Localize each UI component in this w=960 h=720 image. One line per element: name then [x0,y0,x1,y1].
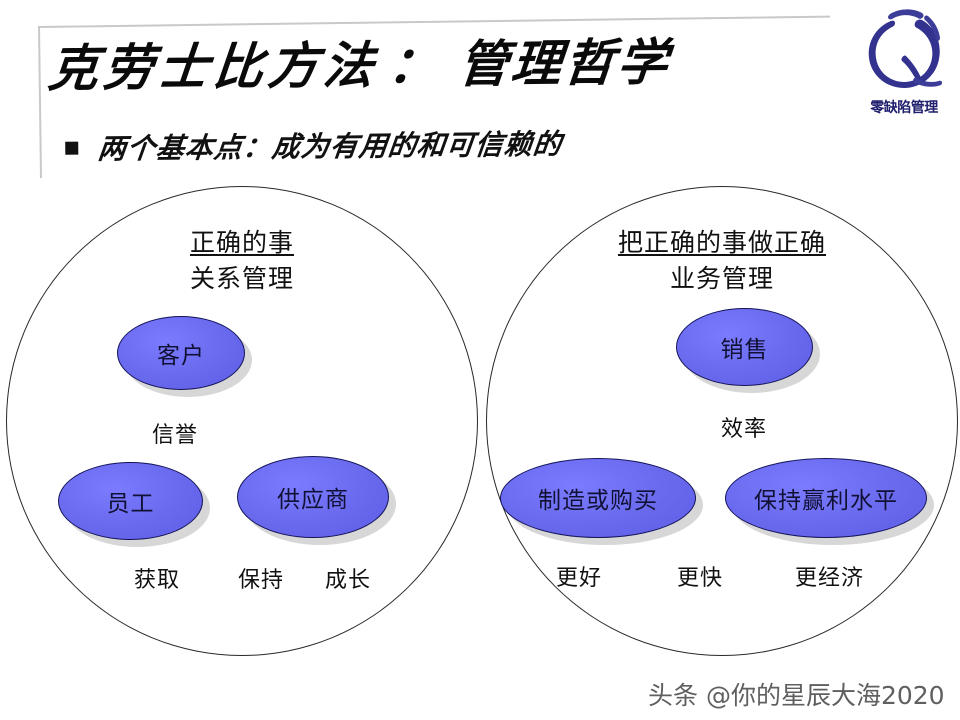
node-customer[interactable]: 客户 [117,316,252,397]
node-employee[interactable]: 员工 [58,462,210,547]
brand-logo: 零缺陷管理 [852,4,956,132]
node-body: 客户 [117,316,245,390]
watermark: 头条 @你的星辰大海2020 [648,681,945,710]
sub-label-reputation: 信誉 [152,423,199,448]
node-body: 员工 [58,462,203,540]
circle-left-heading-line2: 关系管理 [189,263,294,293]
node-body: 制造或购买 [500,458,696,538]
circle-left-heading-line1: 正确的事 [189,228,294,257]
title-block: 克劳士比方法：管理哲学 两个基本点：成为有用的和可信赖的 [42,20,844,178]
sub-label-efficiency: 效率 [721,417,768,442]
enso-brush-circle-icon [860,4,948,96]
circle-right-heading: 把正确的事做正确 业务管理 [487,225,957,296]
square-bullet-icon [65,141,79,155]
node-label: 客户 [157,343,205,369]
node-supplier[interactable]: 供应商 [237,456,396,545]
circle-right-business-management: 把正确的事做正确 业务管理 [486,186,958,656]
node-label: 供应商 [277,487,349,513]
sub-label-cheaper: 更经济 [795,566,865,591]
circle-right-heading-line1: 把正确的事做正确 [617,228,826,257]
node-make-or-buy[interactable]: 制造或购买 [500,458,703,545]
page-title-part1: 克劳士比方法 [45,35,382,98]
sub-label-better: 更好 [556,566,603,591]
sub-label-acquire: 获取 [134,568,181,593]
node-sales[interactable]: 销售 [676,308,820,393]
circle-left-heading: 正确的事 关系管理 [7,225,477,296]
node-label: 员工 [106,491,155,517]
node-label: 保持赢利水平 [754,488,898,514]
subtitle-text: 两个基本点：成为有用的和可信赖的 [96,127,564,166]
sub-label-retain: 保持 [238,568,285,593]
node-label: 制造或购买 [538,488,658,514]
node-maintain-profit[interactable]: 保持赢利水平 [725,458,934,545]
circle-right-heading-line2: 业务管理 [669,263,774,293]
subtitle-bullet-row: 两个基本点：成为有用的和可信赖的 [65,123,564,168]
node-label: 销售 [720,337,769,363]
sub-label-grow: 成长 [325,568,372,593]
node-body: 供应商 [237,456,389,538]
circle-left-relationship-management: 正确的事 关系管理 [6,186,478,656]
node-body: 销售 [676,308,813,386]
logo-caption: 零缺陷管理 [870,100,938,116]
page-title: 克劳士比方法：管理哲学 [46,32,674,98]
sub-label-faster: 更快 [677,566,724,591]
page-title-colon: ： [385,34,442,95]
node-body: 保持赢利水平 [725,458,927,538]
page-title-part2: 管理哲学 [455,32,674,94]
